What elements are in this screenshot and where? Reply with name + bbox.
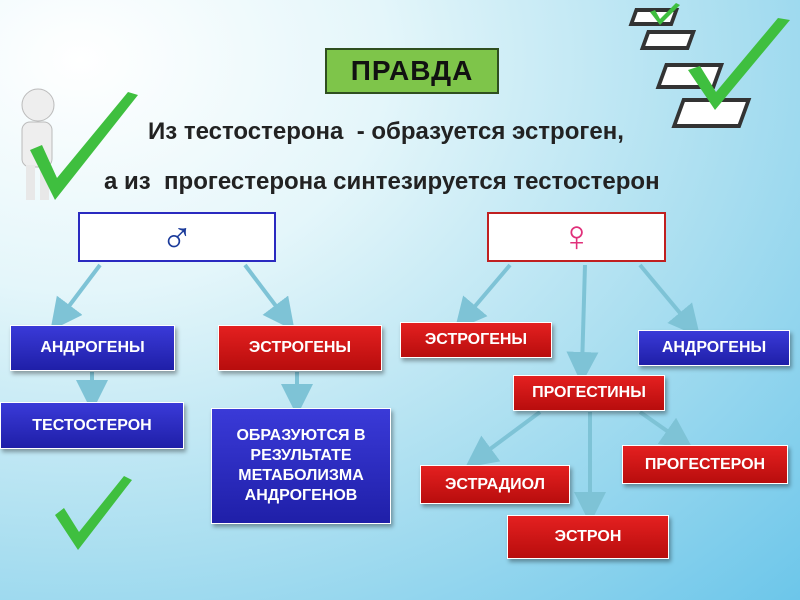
male-symbol-box: ♂ xyxy=(78,212,276,262)
female-symbol-box: ♀ xyxy=(487,212,666,262)
testosterone-box: ТЕСТОСТЕРОН xyxy=(0,402,184,449)
statement-line-1: Из тестостерона - образуется эстроген, xyxy=(148,118,624,145)
checkmark-icon xyxy=(650,3,680,25)
male-estrogens-box: ЭСТРОГЕНЫ xyxy=(218,325,382,371)
title-badge: ПРАВДА xyxy=(325,48,499,94)
metabolism-box: ОБРАЗУЮТСЯ В РЕЗУЛЬТАТЕ МЕТАБОЛИЗМА АНДР… xyxy=(211,408,391,524)
progestins-box: ПРОГЕСТИНЫ xyxy=(513,375,665,411)
male-androgens-box: АНДРОГЕНЫ xyxy=(10,325,175,371)
checkmark-icon xyxy=(30,92,138,200)
female-estrogens-box: ЭСТРОГЕНЫ xyxy=(400,322,552,358)
arrows xyxy=(50,263,701,524)
statement-line-2: а из прогестерона синтезируется тестосте… xyxy=(104,168,660,195)
checkmark-icon xyxy=(688,18,790,110)
checkmark-icon xyxy=(55,476,132,550)
progesterone-box: ПРОГЕСТЕРОН xyxy=(622,445,788,484)
estrone-box: ЭСТРОН xyxy=(507,515,669,559)
estradiol-box: ЭСТРАДИОЛ xyxy=(420,465,570,504)
checklist-icon xyxy=(628,8,752,128)
female-androgens-box: АНДРОГЕНЫ xyxy=(638,330,790,366)
